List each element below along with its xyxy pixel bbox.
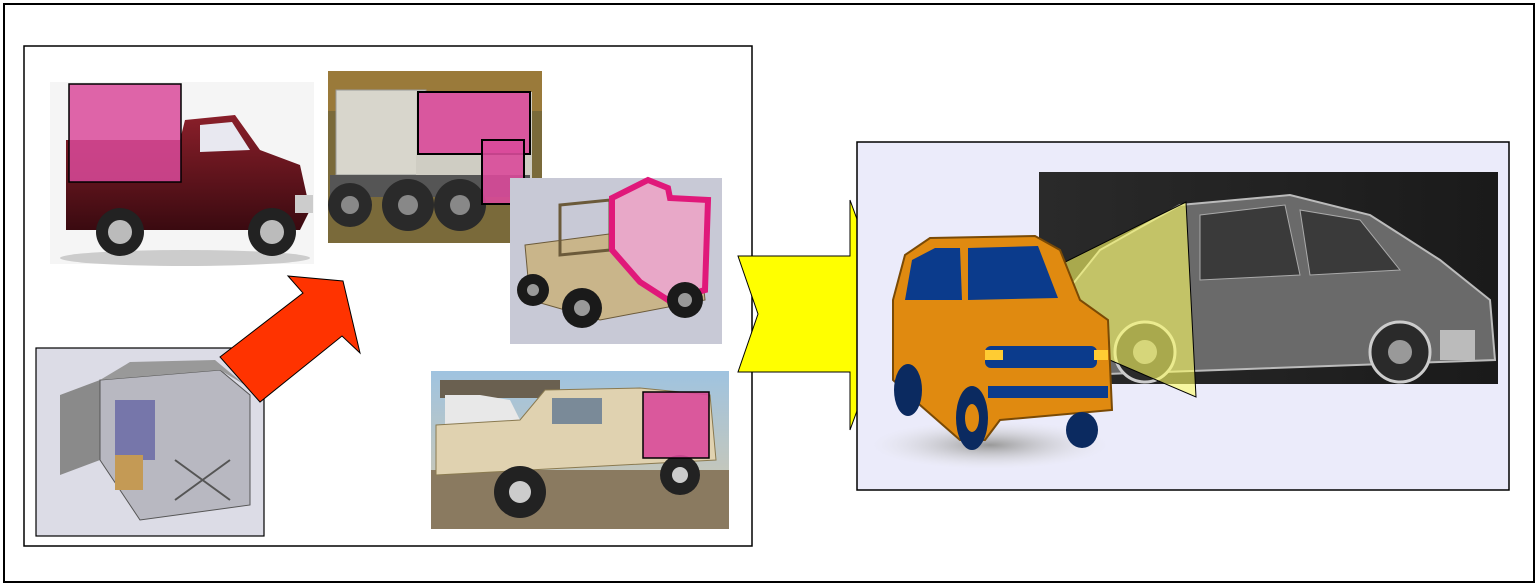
military-truck-photo-icon <box>328 71 542 243</box>
pickup-truck-photo-icon <box>50 82 314 266</box>
old-pickup-truck-photo-icon <box>431 371 729 529</box>
cargo-highlight-box <box>643 392 709 458</box>
scanner-module-cad-icon <box>36 348 264 536</box>
cargo-highlight-box <box>69 84 181 182</box>
utility-vehicle-cad-icon <box>510 178 722 344</box>
